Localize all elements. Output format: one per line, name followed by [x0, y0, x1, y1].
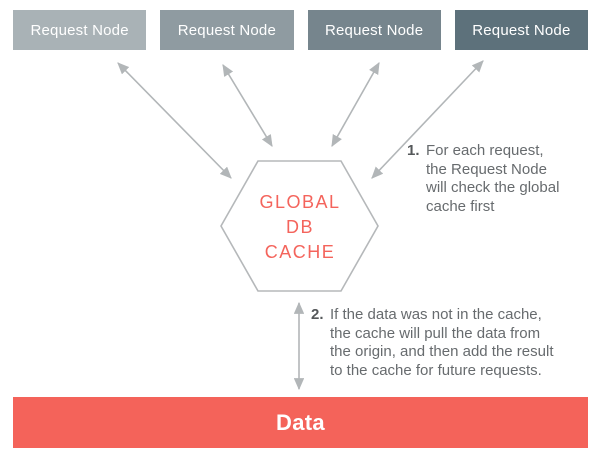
request-node-4: Request Node	[454, 10, 588, 50]
data-origin-bar: Data	[13, 397, 588, 448]
cache-label-line3: CACHE	[264, 242, 336, 262]
annotation-step-2: 2. If the data was not in the cache, the…	[311, 306, 590, 380]
request-node-2: Request Node	[160, 10, 294, 50]
annotation-1-number: 1.	[407, 142, 420, 159]
arrow-node4-cache	[371, 60, 484, 179]
arrow-node2-cache	[222, 64, 273, 147]
cache-label-line1: GLOBAL	[259, 192, 341, 212]
annotation-2-text: If the data was not in the cache, the ca…	[330, 306, 554, 379]
cache-label-line2: DB	[285, 217, 314, 237]
request-node-3: Request Node	[307, 10, 441, 50]
annotation-1-text: For each request, the Request Node will …	[426, 142, 560, 215]
request-node-3-label: Request Node	[324, 21, 424, 39]
data-bar-label: Data	[276, 409, 325, 435]
arrow-node3-cache	[331, 62, 380, 147]
request-node-1: Request Node	[13, 10, 147, 50]
request-node-1-label: Request Node	[30, 21, 129, 39]
request-node-row: Request Node Request Node Request Node R…	[13, 10, 588, 50]
annotation-step-1: 1. For each request, the Request Node wi…	[407, 142, 601, 216]
arrow-node1-cache	[117, 62, 232, 179]
request-node-2-label: Request Node	[177, 21, 277, 39]
annotation-2-number: 2.	[311, 306, 324, 323]
cache-hexagon-label: GLOBAL DB CACHE	[230, 190, 370, 265]
cache-hexagon-shape	[220, 160, 379, 292]
request-node-4-label: Request Node	[472, 21, 571, 39]
